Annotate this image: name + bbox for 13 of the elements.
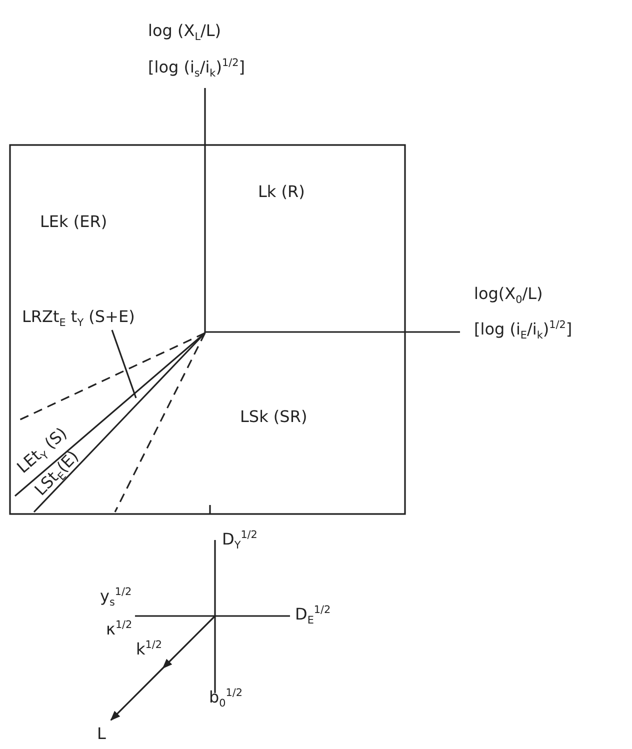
region-label: LEk (ER) — [40, 213, 108, 231]
axis-label: k$^{1/2}$ — [136, 640, 162, 658]
axis-label: log (X$_{L}$/L) — [148, 22, 222, 44]
axis-label: [log (i$_{E}$/i$_{k}$)$^{1/2}$] — [474, 320, 572, 342]
region-label: Lk (R) — [258, 183, 305, 201]
axis-label: log(X$_{0}$/L) — [474, 285, 543, 307]
axis-label: [log (i$_{s}$/i$_{k}$)$^{1/2}$] — [148, 58, 245, 80]
boundary-wedge — [14, 332, 206, 497]
leader-line — [111, 330, 137, 398]
region-label: LSk (SR) — [240, 408, 308, 426]
axis-label: κ$^{1/2}$ — [106, 620, 132, 638]
region-label: LRZt$_{E}$ t$_{Y}$ (S+E) — [22, 308, 135, 330]
axis-label: L — [97, 725, 106, 743]
